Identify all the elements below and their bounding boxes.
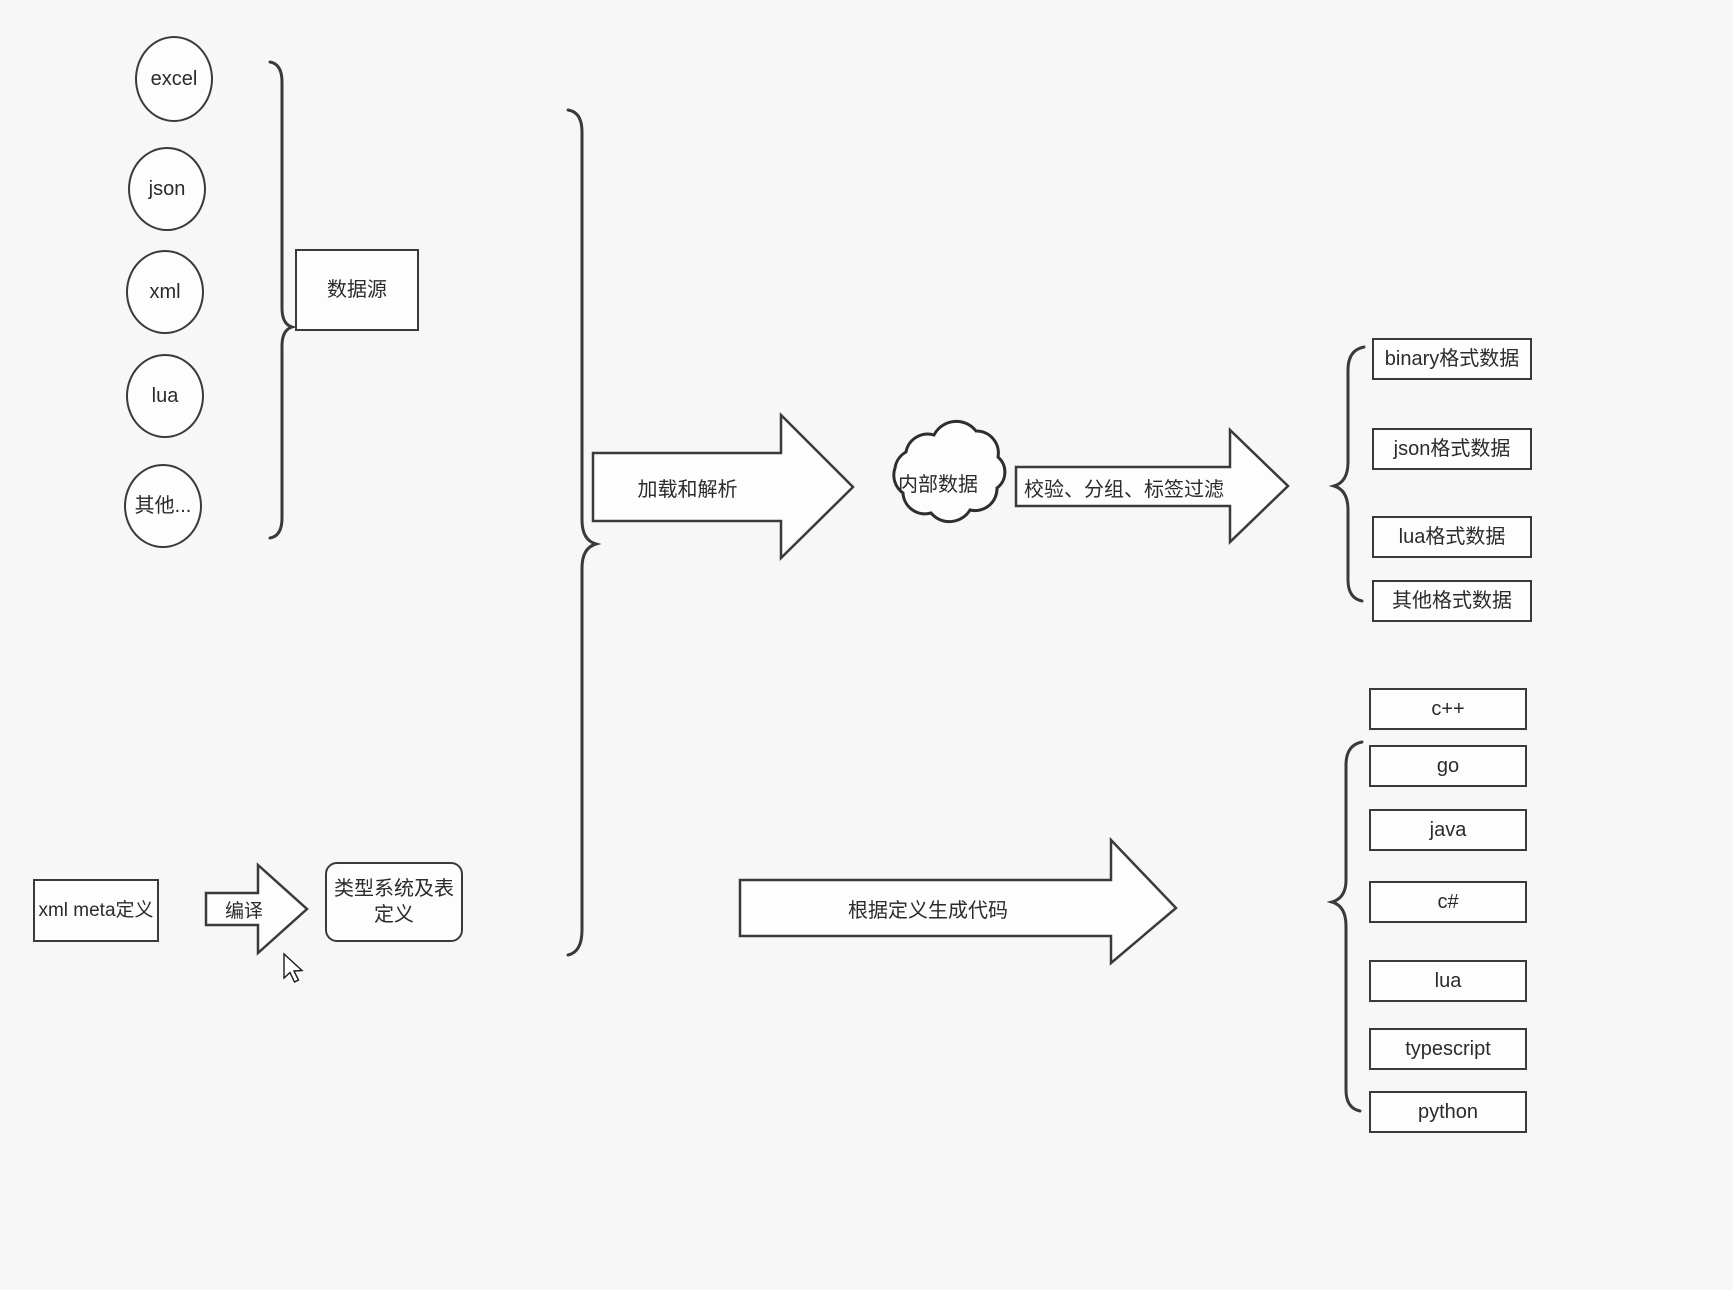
output-format-brace	[1328, 345, 1366, 603]
output-box-lua-data[interactable]: lua格式数据	[1372, 516, 1532, 558]
internal-data-cloud	[892, 419, 1007, 524]
source-node-json[interactable]: json	[128, 147, 206, 231]
lang-box-typescript[interactable]: typescript	[1369, 1028, 1527, 1070]
lang-box-lua[interactable]: lua	[1369, 960, 1527, 1002]
xml-meta-definition-box[interactable]: xml meta定义	[33, 879, 159, 942]
data-source-brace	[268, 60, 298, 540]
lang-box-go[interactable]: go	[1369, 745, 1527, 787]
source-node-xml[interactable]: xml	[126, 250, 204, 334]
input-group-brace	[566, 108, 602, 957]
lang-box-csharp[interactable]: c#	[1369, 881, 1527, 923]
lang-box-java[interactable]: java	[1369, 809, 1527, 851]
lang-box-python[interactable]: python	[1369, 1091, 1527, 1133]
filter-arrow	[1014, 427, 1290, 545]
load-parse-arrow	[591, 411, 855, 561]
lang-box-cpp[interactable]: c++	[1369, 688, 1527, 730]
codegen-arrow	[738, 836, 1178, 966]
output-language-brace	[1326, 740, 1364, 1113]
data-source-box[interactable]: 数据源	[295, 249, 419, 331]
source-node-other[interactable]: 其他...	[124, 464, 202, 548]
output-box-json[interactable]: json格式数据	[1372, 428, 1532, 470]
output-box-binary[interactable]: binary格式数据	[1372, 338, 1532, 380]
source-node-lua[interactable]: lua	[126, 354, 204, 438]
type-system-box[interactable]: 类型系统及表 定义	[325, 862, 463, 942]
compile-arrow	[204, 862, 309, 956]
output-box-other-data[interactable]: 其他格式数据	[1372, 580, 1532, 622]
source-node-excel[interactable]: excel	[135, 36, 213, 122]
